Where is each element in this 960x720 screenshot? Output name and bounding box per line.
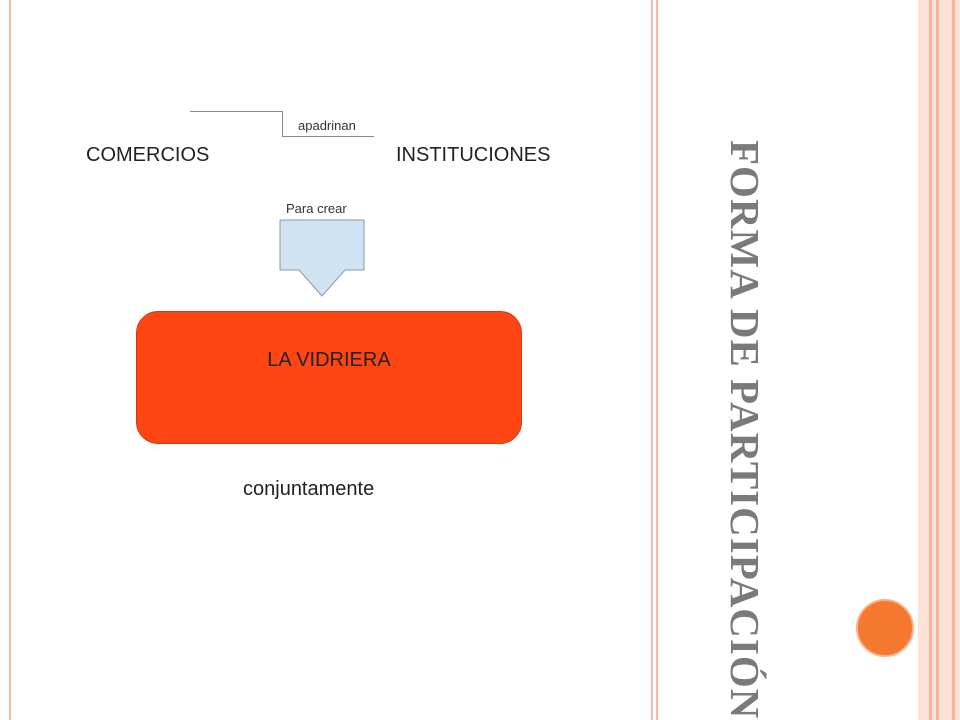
slide-title: FORMA DE PARTICIPACIÓN <box>722 140 768 720</box>
frame-divider-middle-2 <box>656 0 658 720</box>
down-arrow-icon <box>279 219 365 297</box>
node-comercios: COMERCIOS <box>86 144 210 166</box>
bottom-label-conjuntamente: conjuntamente <box>243 478 375 500</box>
arrow-label-para-crear: Para crear <box>286 201 347 216</box>
connector-line-bottom <box>282 136 374 137</box>
vidriera-label: LA VIDRIERA <box>267 349 391 371</box>
frame-divider-middle-1 <box>651 0 653 720</box>
node-instituciones: INSTITUCIONES <box>396 144 551 166</box>
right-band-stripe-1 <box>929 0 932 720</box>
right-band-stripe-2 <box>936 0 939 720</box>
frame-divider-left <box>9 0 11 720</box>
connector-line-vertical <box>282 111 283 136</box>
right-band-stripe-3 <box>952 0 955 720</box>
accent-circle <box>856 599 914 657</box>
connector-line-top <box>190 111 282 112</box>
vidriera-box: LA VIDRIERA <box>136 311 522 444</box>
link-label-apadrinan: apadrinan <box>298 118 356 133</box>
down-arrow-shape <box>279 219 365 297</box>
